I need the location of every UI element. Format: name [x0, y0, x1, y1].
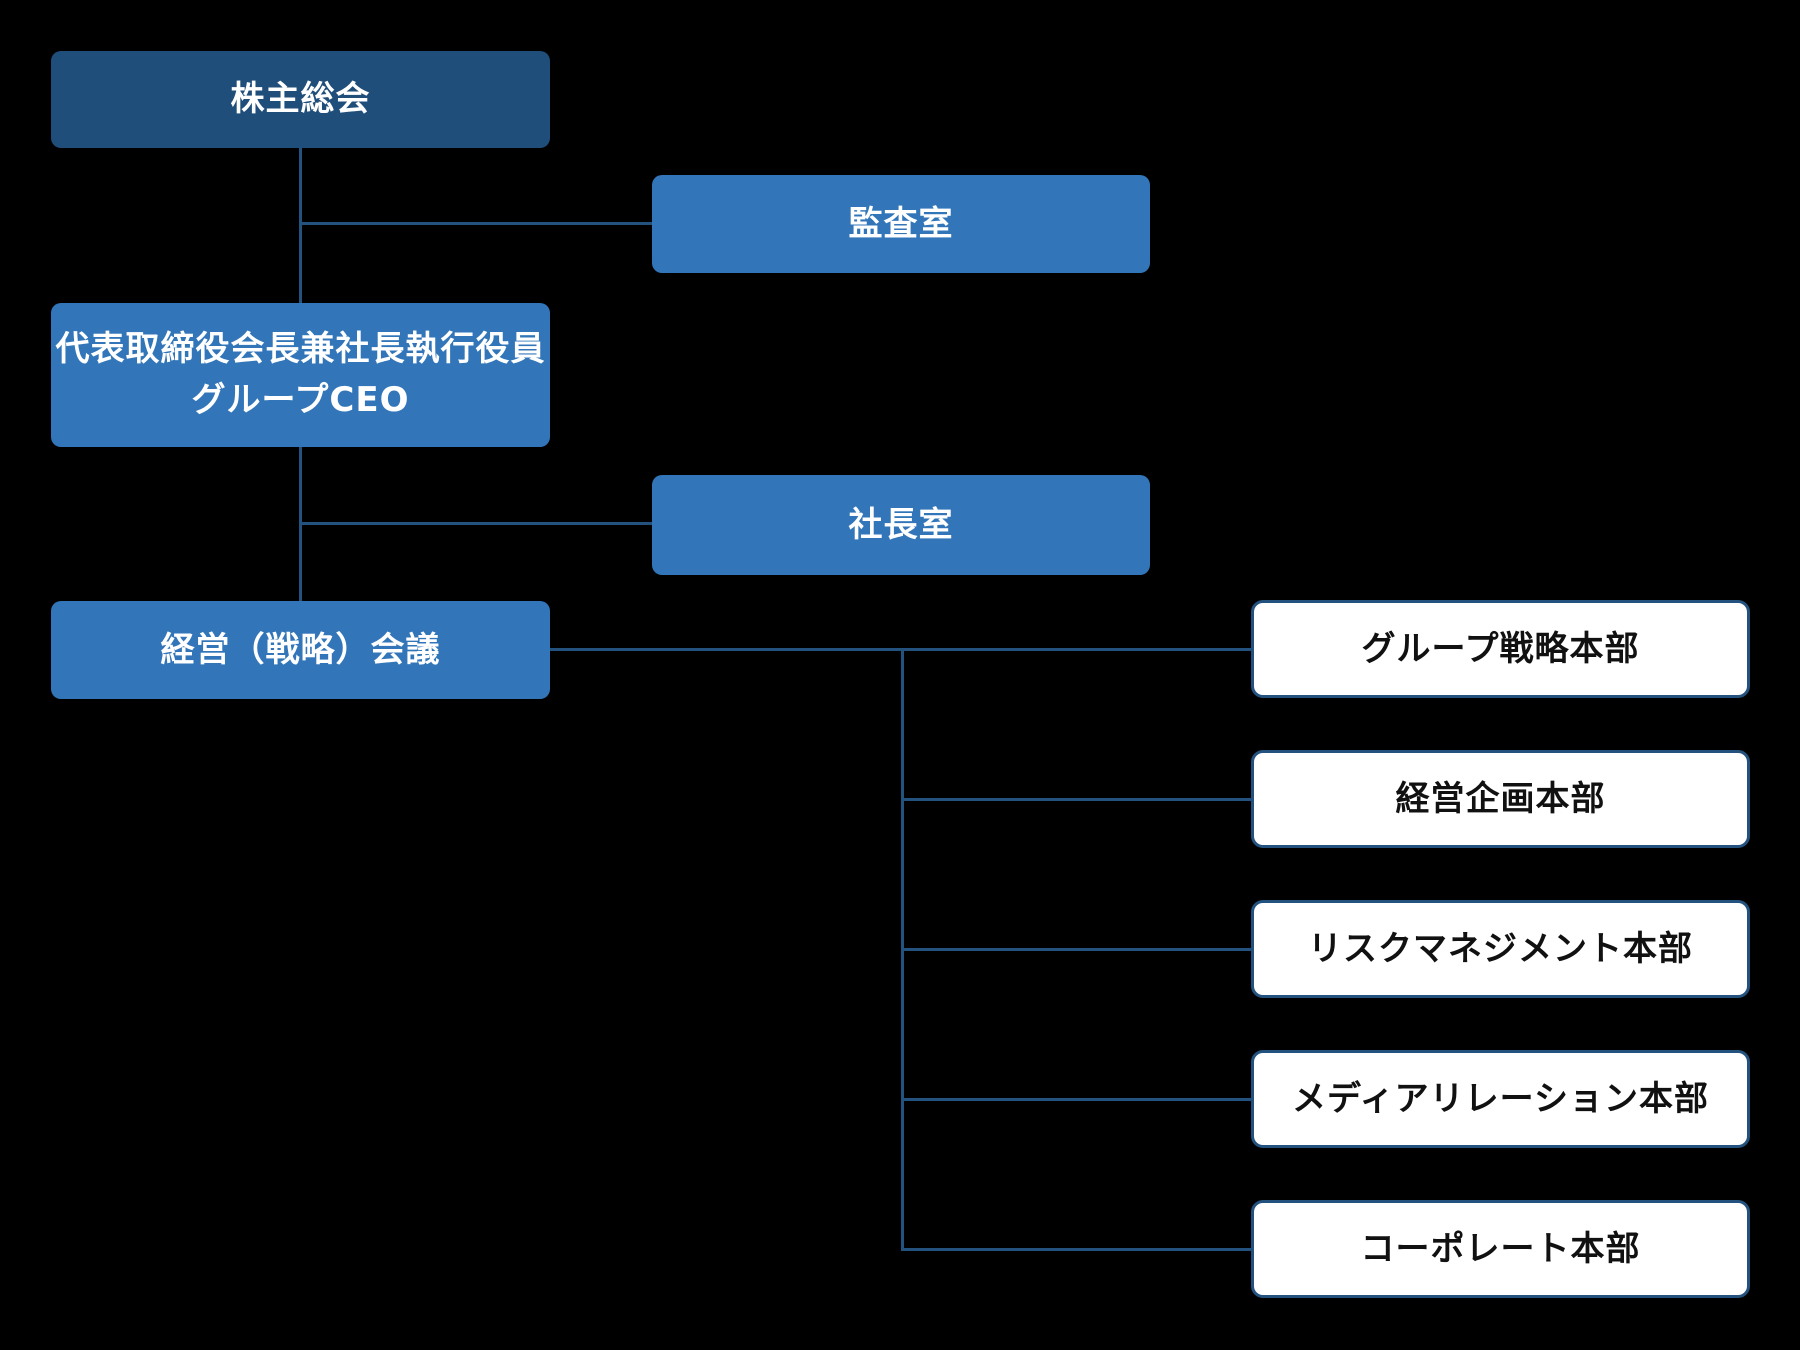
node-division-group-strategy-label: グループ戦略本部	[1361, 628, 1640, 669]
connector-shareholders-to-ceo	[299, 146, 302, 304]
node-division-risk-management: リスクマネジメント本部	[1251, 900, 1750, 998]
node-group-ceo-label-line2: グループCEO	[191, 380, 410, 420]
node-president-office-label: 社長室	[848, 504, 954, 545]
node-shareholders-meeting: 株主総会	[51, 51, 550, 148]
connector-branch-to-division-5	[902, 1248, 1252, 1251]
node-division-group-strategy: グループ戦略本部	[1251, 600, 1750, 698]
connector-meeting-to-division-1	[549, 648, 1252, 651]
node-division-corporate: コーポレート本部	[1251, 1200, 1750, 1298]
node-division-corporate-label: コーポレート本部	[1360, 1228, 1641, 1269]
connector-branch-to-president-office	[300, 522, 653, 525]
node-division-corporate-planning-label: 経営企画本部	[1395, 778, 1606, 819]
node-division-media-relations-label: メディアリレーション本部	[1292, 1078, 1709, 1119]
node-division-corporate-planning: 経営企画本部	[1251, 750, 1750, 848]
node-management-strategy-meeting-label: 経営（戦略）会議	[160, 629, 441, 670]
node-president-office: 社長室	[652, 475, 1150, 575]
node-group-ceo-label-line1: 代表取締役会長兼社長執行役員	[55, 329, 546, 369]
node-management-strategy-meeting: 経営（戦略）会議	[51, 601, 550, 699]
node-division-risk-management-label: リスクマネジメント本部	[1308, 928, 1693, 969]
connector-branch-to-audit-office	[300, 222, 653, 225]
node-group-ceo: 代表取締役会長兼社長執行役員 グループCEO	[51, 303, 550, 447]
connector-branch-to-division-4	[902, 1098, 1252, 1101]
connector-branch-to-division-3	[902, 948, 1252, 951]
node-audit-office: 監査室	[652, 175, 1150, 273]
connector-branch-to-division-2	[902, 798, 1252, 801]
node-audit-office-label: 監査室	[848, 203, 954, 244]
node-division-media-relations: メディアリレーション本部	[1251, 1050, 1750, 1148]
node-shareholders-meeting-label: 株主総会	[230, 79, 371, 119]
